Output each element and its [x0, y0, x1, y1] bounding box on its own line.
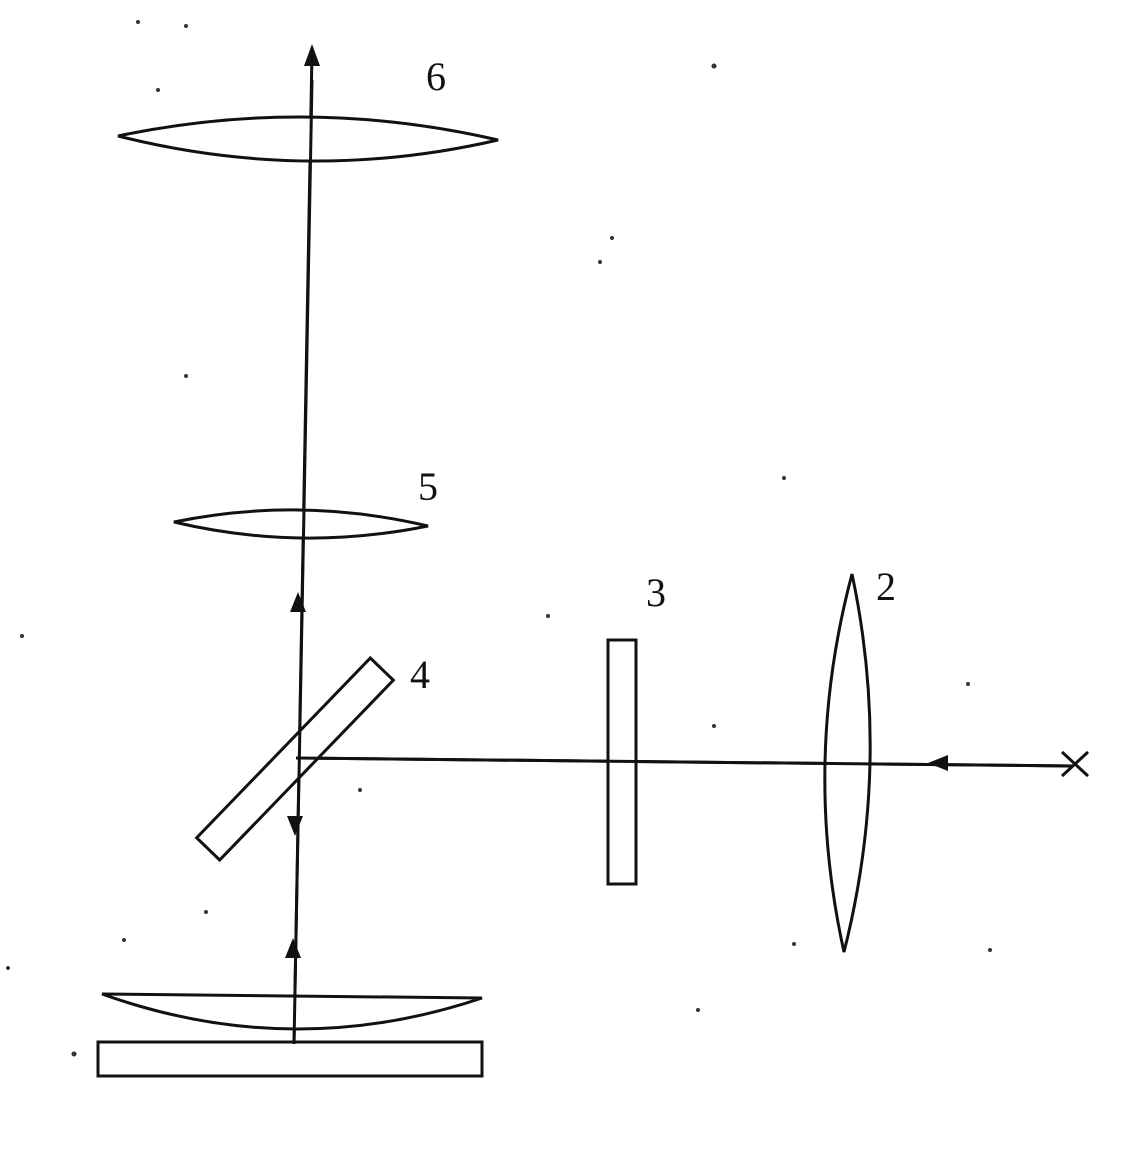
horizontal-ray-through-optics [295, 756, 1073, 768]
label-4: 4 [410, 652, 430, 697]
label-2: 2 [876, 564, 896, 609]
arrow-left-icon [928, 755, 948, 771]
source-cross-icon [1060, 750, 1090, 778]
lens-5 [173, 508, 429, 540]
label-6: 6 [426, 54, 446, 99]
arrow-down-icon [287, 816, 303, 836]
lens-6 [117, 115, 499, 163]
label-5: 5 [418, 464, 438, 509]
vertical-ray-through-optics [292, 79, 314, 1045]
label-3: 3 [646, 570, 666, 615]
arrow-up-icon [304, 44, 320, 66]
bottom-objective-lens [101, 992, 483, 1031]
beam-splitter-4 [194, 655, 396, 863]
arrow-up-icon [285, 938, 301, 958]
sample-plate [96, 1040, 484, 1078]
